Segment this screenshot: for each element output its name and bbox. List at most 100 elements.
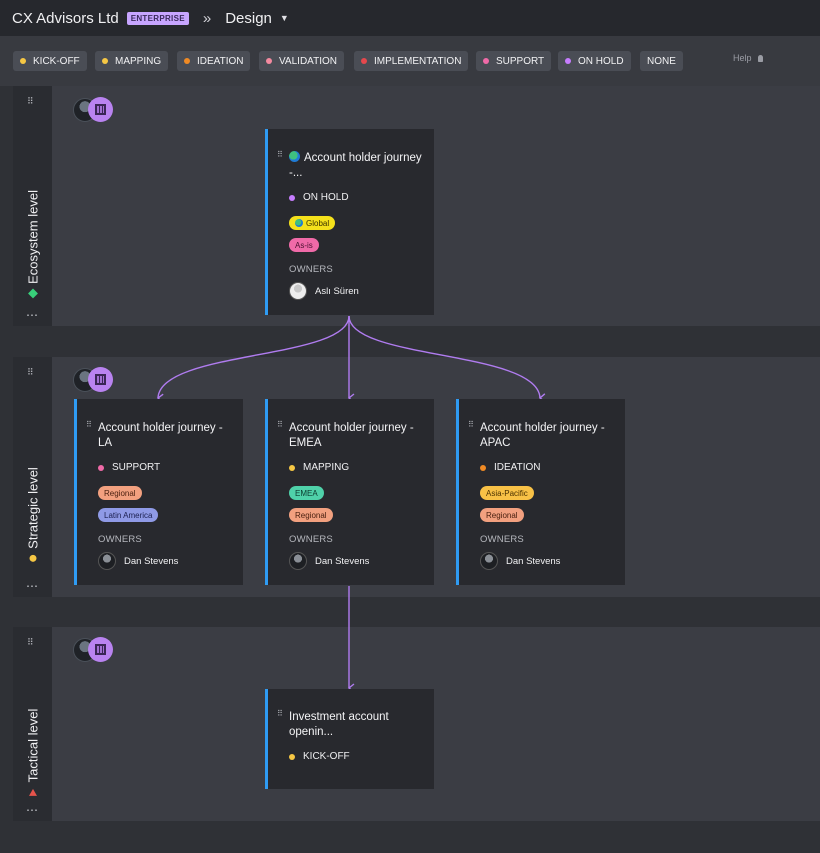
owners-heading: OWNERS	[289, 534, 333, 545]
filter-chip-validation[interactable]: VALIDATION	[259, 51, 344, 71]
status-dot	[20, 58, 26, 64]
filter-label: NONE	[647, 55, 676, 67]
tag-label: Asia-Pacific	[486, 488, 528, 498]
journey-card[interactable]: ⠿ Account holder journey - EMEA MAPPING …	[265, 399, 434, 585]
tag-global[interactable]: Global	[289, 216, 336, 230]
filter-chip-implementation[interactable]: IMPLEMENTATION	[354, 51, 469, 71]
tag-label: Regional	[104, 488, 136, 498]
plan-badge: ENTERPRISE	[126, 11, 189, 25]
filter-chip-support[interactable]: SUPPORT	[476, 51, 552, 71]
filter-chip-ideation[interactable]: IDEATION	[177, 51, 251, 71]
card-title[interactable]: Account holder journey - APAC	[480, 422, 605, 449]
filter-label: MAPPING	[115, 55, 162, 67]
lane-owner-avatars[interactable]	[73, 97, 115, 123]
owners-heading: OWNERS	[289, 264, 333, 275]
building-icon	[95, 374, 106, 385]
drag-handle-icon[interactable]: ⠿	[277, 150, 284, 159]
avatar	[480, 552, 498, 570]
tag-label: Global	[306, 218, 330, 228]
filter-label: IDEATION	[197, 55, 244, 67]
tag-label: As-is	[295, 240, 313, 250]
owner-name: Dan Stevens	[315, 555, 370, 567]
lane-rail	[13, 627, 52, 821]
owner-row[interactable]: Dan Stevens	[289, 552, 369, 570]
drag-handle-icon[interactable]: ⠿	[468, 420, 475, 429]
owner-name: Dan Stevens	[506, 555, 561, 567]
help-link[interactable]: Help	[733, 53, 763, 63]
tag-regional[interactable]: Regional	[480, 508, 524, 522]
org-name[interactable]: CX Advisors Ltd	[12, 9, 119, 27]
tag-as-is[interactable]: As-is	[289, 238, 319, 252]
more-options-icon[interactable]: ⋯	[26, 803, 39, 817]
avatar	[289, 552, 307, 570]
building-icon	[95, 644, 106, 655]
journey-card[interactable]: ⠿ Account holder journey -... ON HOLD Gl…	[265, 129, 434, 315]
status-badge: ON HOLD	[289, 192, 349, 203]
avatar	[98, 552, 116, 570]
drag-handle-icon[interactable]: ⠿	[277, 420, 284, 429]
tag-regional[interactable]: Regional	[98, 486, 142, 500]
status-dot	[289, 464, 295, 471]
status-dot	[102, 58, 108, 64]
status-dot	[483, 58, 489, 64]
status-text: MAPPING	[303, 462, 350, 473]
tag-label: Regional	[295, 510, 327, 520]
status-dot	[361, 58, 367, 64]
card-title[interactable]: Account holder journey - EMEA	[289, 422, 414, 449]
card-title[interactable]: Account holder journey -...	[289, 151, 429, 181]
lightbulb-icon	[757, 54, 763, 62]
drag-handle-icon[interactable]: ⠿	[277, 709, 284, 718]
lane-label-text: Ecosystem level	[25, 190, 41, 284]
breadcrumb-design[interactable]: Design	[225, 9, 272, 27]
top-bar: CX Advisors Ltd ENTERPRISE » Design ▼	[0, 0, 820, 36]
drag-handle-icon[interactable]: ⠿	[27, 637, 35, 647]
tag-label: Regional	[486, 510, 518, 520]
lane-owner-avatars[interactable]	[73, 367, 115, 393]
journey-card[interactable]: ⠿ Account holder journey - APAC IDEATION…	[456, 399, 625, 585]
filter-label: SUPPORT	[496, 55, 545, 67]
filter-chip-kick-off[interactable]: KICK-OFF	[13, 51, 87, 71]
status-badge: IDEATION	[480, 462, 540, 473]
tag-label: EMEA	[295, 488, 318, 498]
status-dot	[480, 464, 486, 471]
tag-asia-pacific[interactable]: Asia-Pacific	[480, 486, 534, 500]
filter-label: IMPLEMENTATION	[374, 55, 462, 67]
lane-title-strategic[interactable]: Strategic level	[26, 467, 41, 562]
organization-icon	[88, 367, 113, 392]
more-options-icon[interactable]: ⋯	[26, 308, 39, 322]
owner-row[interactable]: Aslı Süren	[289, 282, 359, 300]
tag-emea[interactable]: EMEA	[289, 486, 324, 500]
owners-heading: OWNERS	[98, 534, 142, 545]
status-dot	[266, 58, 272, 64]
drag-handle-icon[interactable]: ⠿	[27, 367, 35, 377]
drag-handle-icon[interactable]: ⠿	[27, 96, 35, 106]
yellow-dot-icon	[29, 554, 37, 562]
card-title-text: Account holder journey -...	[289, 152, 422, 179]
chevron-down-icon[interactable]: ▼	[279, 13, 289, 23]
journey-card[interactable]: ⠿ Account holder journey - LA SUPPORT Re…	[74, 399, 243, 585]
lane-rail	[13, 86, 52, 326]
lane-label-text: Strategic level	[25, 467, 41, 549]
status-dot	[289, 753, 295, 760]
filter-chip-none[interactable]: NONE	[640, 51, 683, 71]
status-badge: SUPPORT	[98, 462, 160, 473]
lane-title-ecosystem[interactable]: Ecosystem level	[25, 190, 41, 299]
filter-chip-on-hold[interactable]: ON HOLD	[558, 51, 631, 71]
filter-chip-mapping[interactable]: MAPPING	[95, 51, 169, 71]
filter-label: VALIDATION	[279, 55, 337, 67]
lane-title-tactical[interactable]: Tactical level	[26, 709, 41, 797]
green-diamond-icon	[28, 288, 38, 299]
card-title[interactable]: Investment account openin...	[289, 711, 389, 738]
drag-handle-icon[interactable]: ⠿	[86, 420, 93, 429]
owner-row[interactable]: Dan Stevens	[480, 552, 560, 570]
tag-latin-america[interactable]: Latin America	[98, 508, 159, 522]
card-title[interactable]: Account holder journey - LA	[98, 422, 223, 449]
status-dot	[98, 464, 104, 471]
status-dot	[565, 58, 571, 64]
owner-row[interactable]: Dan Stevens	[98, 552, 178, 570]
tag-regional[interactable]: Regional	[289, 508, 333, 522]
avatar	[289, 282, 307, 300]
more-options-icon[interactable]: ⋯	[26, 579, 39, 593]
journey-card[interactable]: ⠿ Investment account openin... KICK-OFF	[265, 689, 434, 789]
lane-owner-avatars[interactable]	[73, 637, 115, 663]
